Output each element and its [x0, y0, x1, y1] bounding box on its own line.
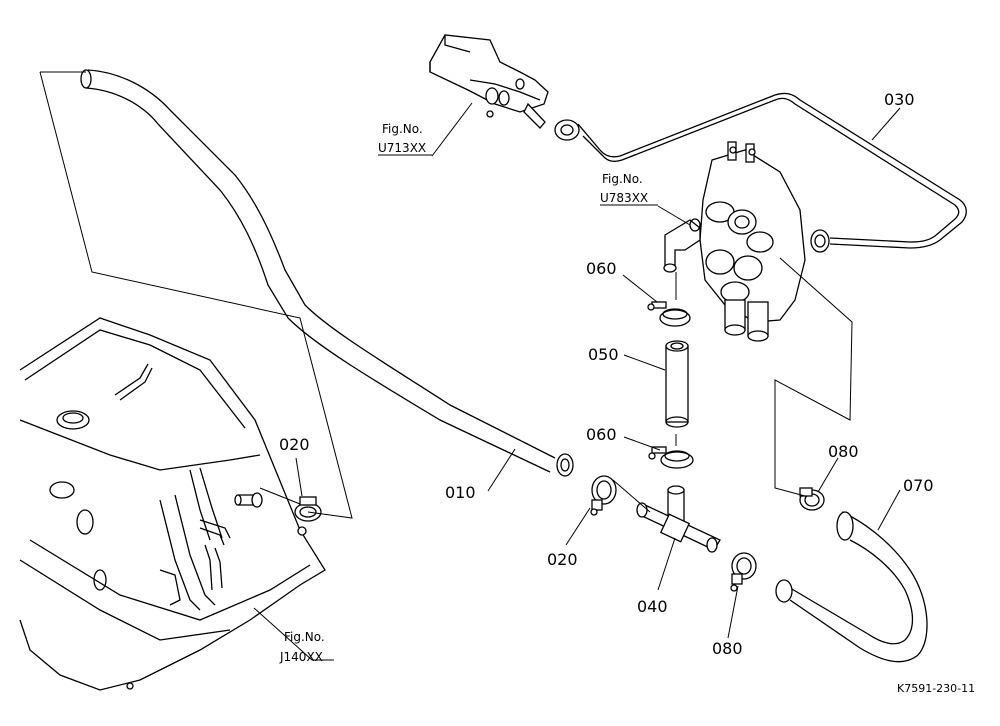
hose-clamp-080-lower: [730, 552, 757, 592]
part-label-080-lower: 080: [712, 639, 743, 658]
reference-lines: [39, 71, 853, 519]
tee-fitting-040: [636, 485, 721, 553]
hose-clamp-020-lower: [590, 475, 617, 516]
drawing-id: K7591-230-11: [897, 682, 975, 695]
hose-clamp-080-upper: [799, 487, 825, 511]
fig-ref-j140-caption: Fig.No.: [284, 630, 325, 644]
hose-clamp-060-lower: [648, 446, 694, 469]
part-label-010: 010: [445, 483, 476, 502]
hydraulic-pipe-030: [577, 92, 967, 253]
part-label-060-upper: 060: [586, 259, 617, 278]
fig-ref-u713-number: U713XX: [378, 141, 426, 155]
hydraulic-pipe-010: [80, 69, 574, 477]
part-label-020-left: 020: [279, 435, 310, 454]
part-label-040: 040: [637, 597, 668, 616]
hose-clamp-060-upper: [647, 301, 691, 327]
leader-lines: [253, 102, 901, 661]
fig-ref-u783-number: U783XX: [600, 191, 648, 205]
part-label-060-lower: 060: [586, 425, 617, 444]
part-label-050: 050: [588, 345, 619, 364]
fig-ref-u783-caption: Fig.No.: [602, 172, 643, 186]
part-label-030: 030: [884, 90, 915, 109]
fig-ref-j140-number: J140XX: [279, 650, 323, 664]
part-label-070: 070: [903, 476, 934, 495]
hose-050: [665, 340, 689, 428]
part-label-020-lower: 020: [547, 550, 578, 569]
hose-070: [775, 511, 928, 663]
fig-ref-u713-caption: Fig.No.: [382, 122, 423, 136]
tank-bracket: [429, 34, 580, 141]
transmission-housing: [19, 317, 326, 691]
part-label-080-upper: 080: [828, 442, 859, 461]
control-valve: [663, 141, 806, 342]
